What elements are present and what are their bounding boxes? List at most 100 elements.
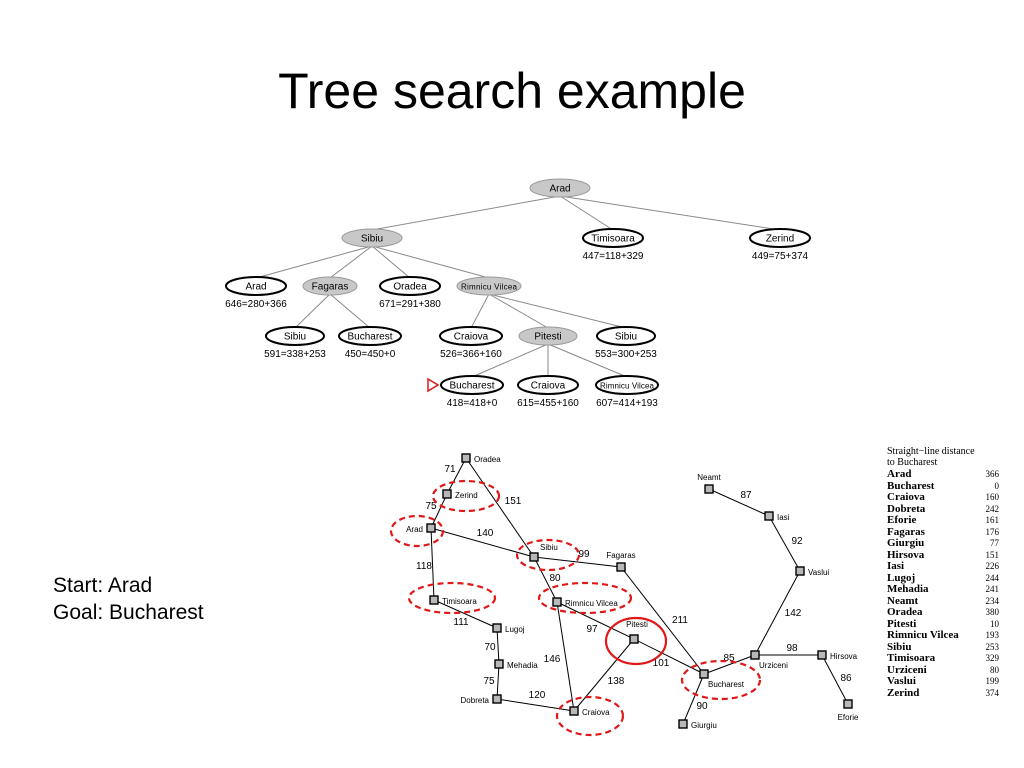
sld-value: 161 [985, 515, 1000, 525]
road-distance-label: 99 [578, 549, 590, 560]
city-label: Dobreta [461, 696, 490, 705]
road-distance-label: 142 [785, 608, 802, 619]
sld-row: Rimnicu Vilcea 193 [887, 629, 1000, 642]
city-label: Rimnicu Vilcea [565, 599, 618, 608]
problem-statement: Start: Arad Goal: Bucharest [53, 572, 204, 626]
road-distance-label: 151 [505, 496, 522, 507]
tree-node-label: Bucharest [449, 381, 494, 392]
map-road [620, 566, 705, 675]
city-marker-icon [494, 659, 504, 669]
city-label: Neamt [697, 473, 721, 482]
city-label: Craiova [582, 708, 610, 717]
tree-node-ellipse [749, 228, 811, 248]
city-marker-icon [629, 634, 639, 644]
road-distance-label: 101 [653, 658, 670, 669]
tree-node-ellipse [265, 326, 325, 346]
sld-city: Vaslui [887, 675, 916, 687]
city-label: Vaslui [808, 568, 829, 577]
city-label: Oradea [474, 455, 501, 464]
tree-node-ellipse [379, 276, 441, 296]
tree-node-label: Rimnicu Vilcea [600, 382, 655, 391]
city-marker-icon [492, 694, 502, 704]
tree-node-ellipse [456, 276, 522, 296]
sld-city: Iasi [887, 560, 905, 572]
sld-city: Neamt [887, 594, 919, 607]
city-marker-icon [529, 552, 539, 562]
sld-value: 329 [985, 653, 1000, 663]
tree-node-ellipse [302, 276, 358, 296]
tree-node-fvalue: 671=291+380 [379, 299, 441, 310]
visited-node-highlight [389, 514, 445, 548]
road-distance-label: 97 [586, 624, 598, 635]
tree-node-label: Timisoara [591, 234, 635, 245]
visited-node-highlight [555, 695, 625, 737]
sld-city: Fagaras [887, 525, 925, 538]
sld-header-line2: to Bucharest [887, 457, 938, 468]
sld-city: Rimnicu Vilcea [887, 629, 959, 641]
sld-value: 0 [994, 480, 1000, 491]
sld-city: Zerind [887, 686, 920, 699]
tree-node: Rimnicu Vilcea [456, 276, 522, 296]
tree-node-ellipse [225, 276, 287, 296]
map-road [533, 556, 622, 568]
road-distance-label: 90 [696, 701, 708, 712]
tree-node-fvalue: 447=118+329 [583, 251, 644, 262]
tree-node-label: Sibiu [284, 332, 306, 343]
tree-node-label: Craiova [454, 332, 489, 343]
city-marker-icon [442, 489, 452, 499]
sld-city: Giurgiu [887, 537, 925, 549]
sld-city: Mehadia [887, 583, 929, 595]
city-marker-icon [426, 523, 436, 533]
sld-value: 374 [985, 687, 1000, 698]
tree-node-label: Craiova [531, 381, 566, 392]
map-road [754, 570, 801, 656]
city-label: Lugoj [505, 625, 525, 634]
tree-node-fvalue: 450=450+0 [345, 349, 396, 360]
tree-node-ellipse [595, 375, 659, 395]
city-label: Giurgiu [691, 721, 717, 730]
tree-edge [488, 293, 627, 329]
goal-label: Goal: Bucharest [53, 601, 204, 624]
tree-node-label: Arad [549, 184, 570, 195]
tree-node-fvalue: 615=455+160 [517, 398, 579, 409]
road-distance-label: 118 [416, 561, 432, 572]
map-city: Craiova [555, 695, 625, 737]
tree-edge [329, 293, 371, 329]
tree-node-label: Fagaras [312, 282, 349, 293]
map-road [446, 457, 467, 495]
sld-city: Sibiu [887, 640, 912, 653]
sld-city: Craiova [887, 491, 925, 503]
road-distance-label: 98 [786, 643, 798, 654]
sld-value: 193 [985, 630, 1000, 640]
tree-node-label: Oradea [393, 282, 427, 293]
road-distance-label: 211 [672, 615, 688, 626]
sld-value: 234 [985, 595, 1000, 606]
visited-node-highlight [537, 581, 633, 615]
map-city: Urziceni [750, 650, 788, 670]
sld-city: Arad [887, 468, 912, 480]
straight-line-distance-table: Straight−line distance to Bucharest Arad… [887, 446, 999, 699]
map-city: Lugoj [492, 623, 525, 634]
map-road [573, 638, 635, 712]
city-marker-icon [764, 511, 774, 521]
tree-edge [488, 293, 549, 329]
sld-city: Pitesti [887, 617, 917, 630]
road-distance-label: 120 [529, 690, 546, 701]
map-city: Neamt [697, 473, 722, 494]
city-marker-icon [569, 706, 579, 716]
tree-edge [559, 195, 614, 231]
tree-node: Sibiu [341, 228, 403, 248]
tree-node-ellipse [338, 326, 402, 346]
city-marker-icon [704, 484, 714, 494]
